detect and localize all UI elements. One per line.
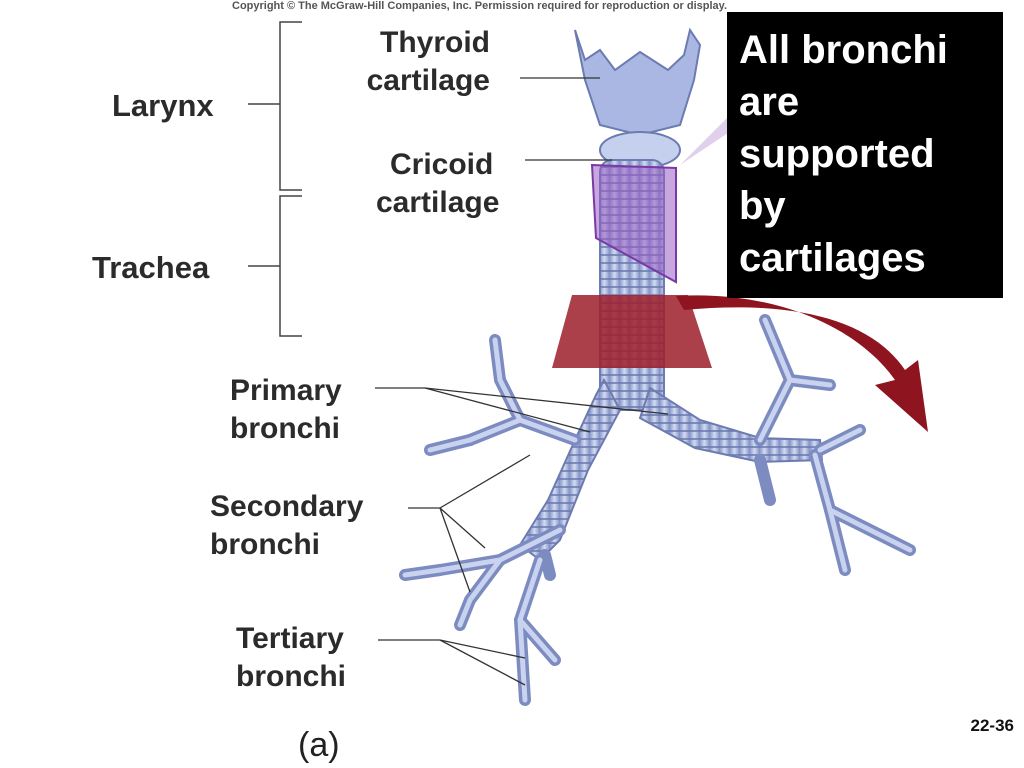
callout-line: cartilages <box>739 236 926 280</box>
label-primary-bronchi: Primary bronchi <box>230 374 342 445</box>
label-cricoid-cartilage: Cricoid cartilage <box>376 148 500 219</box>
secondary-leader-2 <box>439 454 531 509</box>
copyright-notice: Copyright © The McGraw-Hill Companies, I… <box>232 0 728 12</box>
callout-line: supported <box>739 132 935 176</box>
callout-line: by <box>739 184 786 228</box>
left-primary-bronchus <box>518 377 622 562</box>
larynx-bracket <box>248 21 302 191</box>
callout-line: are <box>739 80 800 124</box>
label-trachea: Trachea <box>92 250 210 285</box>
thyroid-cartilage-shape <box>574 27 702 137</box>
label-thyroid-cartilage: Thyroid cartilage <box>366 26 490 97</box>
callout-line: All bronchi <box>739 28 948 72</box>
secondary-leader-3 <box>439 507 486 549</box>
right-primary-bronchus <box>638 386 824 464</box>
figure-part-label: (a) <box>298 726 340 764</box>
label-secondary-bronchi: Secondary bronchi <box>210 490 364 561</box>
section-plane <box>552 295 712 368</box>
cricoid-highlight-plane <box>590 163 677 284</box>
label-larynx: Larynx <box>112 88 214 123</box>
red-arrow <box>676 295 928 432</box>
trachea-bracket <box>248 195 302 337</box>
callout-connector <box>680 110 740 165</box>
callout-box: All bronchi are supported by cartilages <box>727 12 1003 298</box>
primary-leader-2 <box>424 387 669 415</box>
page-number: 22-36 <box>970 716 1014 735</box>
tertiary-leader-3 <box>439 639 526 686</box>
tertiary-leader-2 <box>439 639 526 659</box>
label-tertiary-bronchi: Tertiary bronchi <box>236 622 346 693</box>
secondary-leader-4 <box>439 507 471 593</box>
primary-leader-3 <box>424 387 591 433</box>
